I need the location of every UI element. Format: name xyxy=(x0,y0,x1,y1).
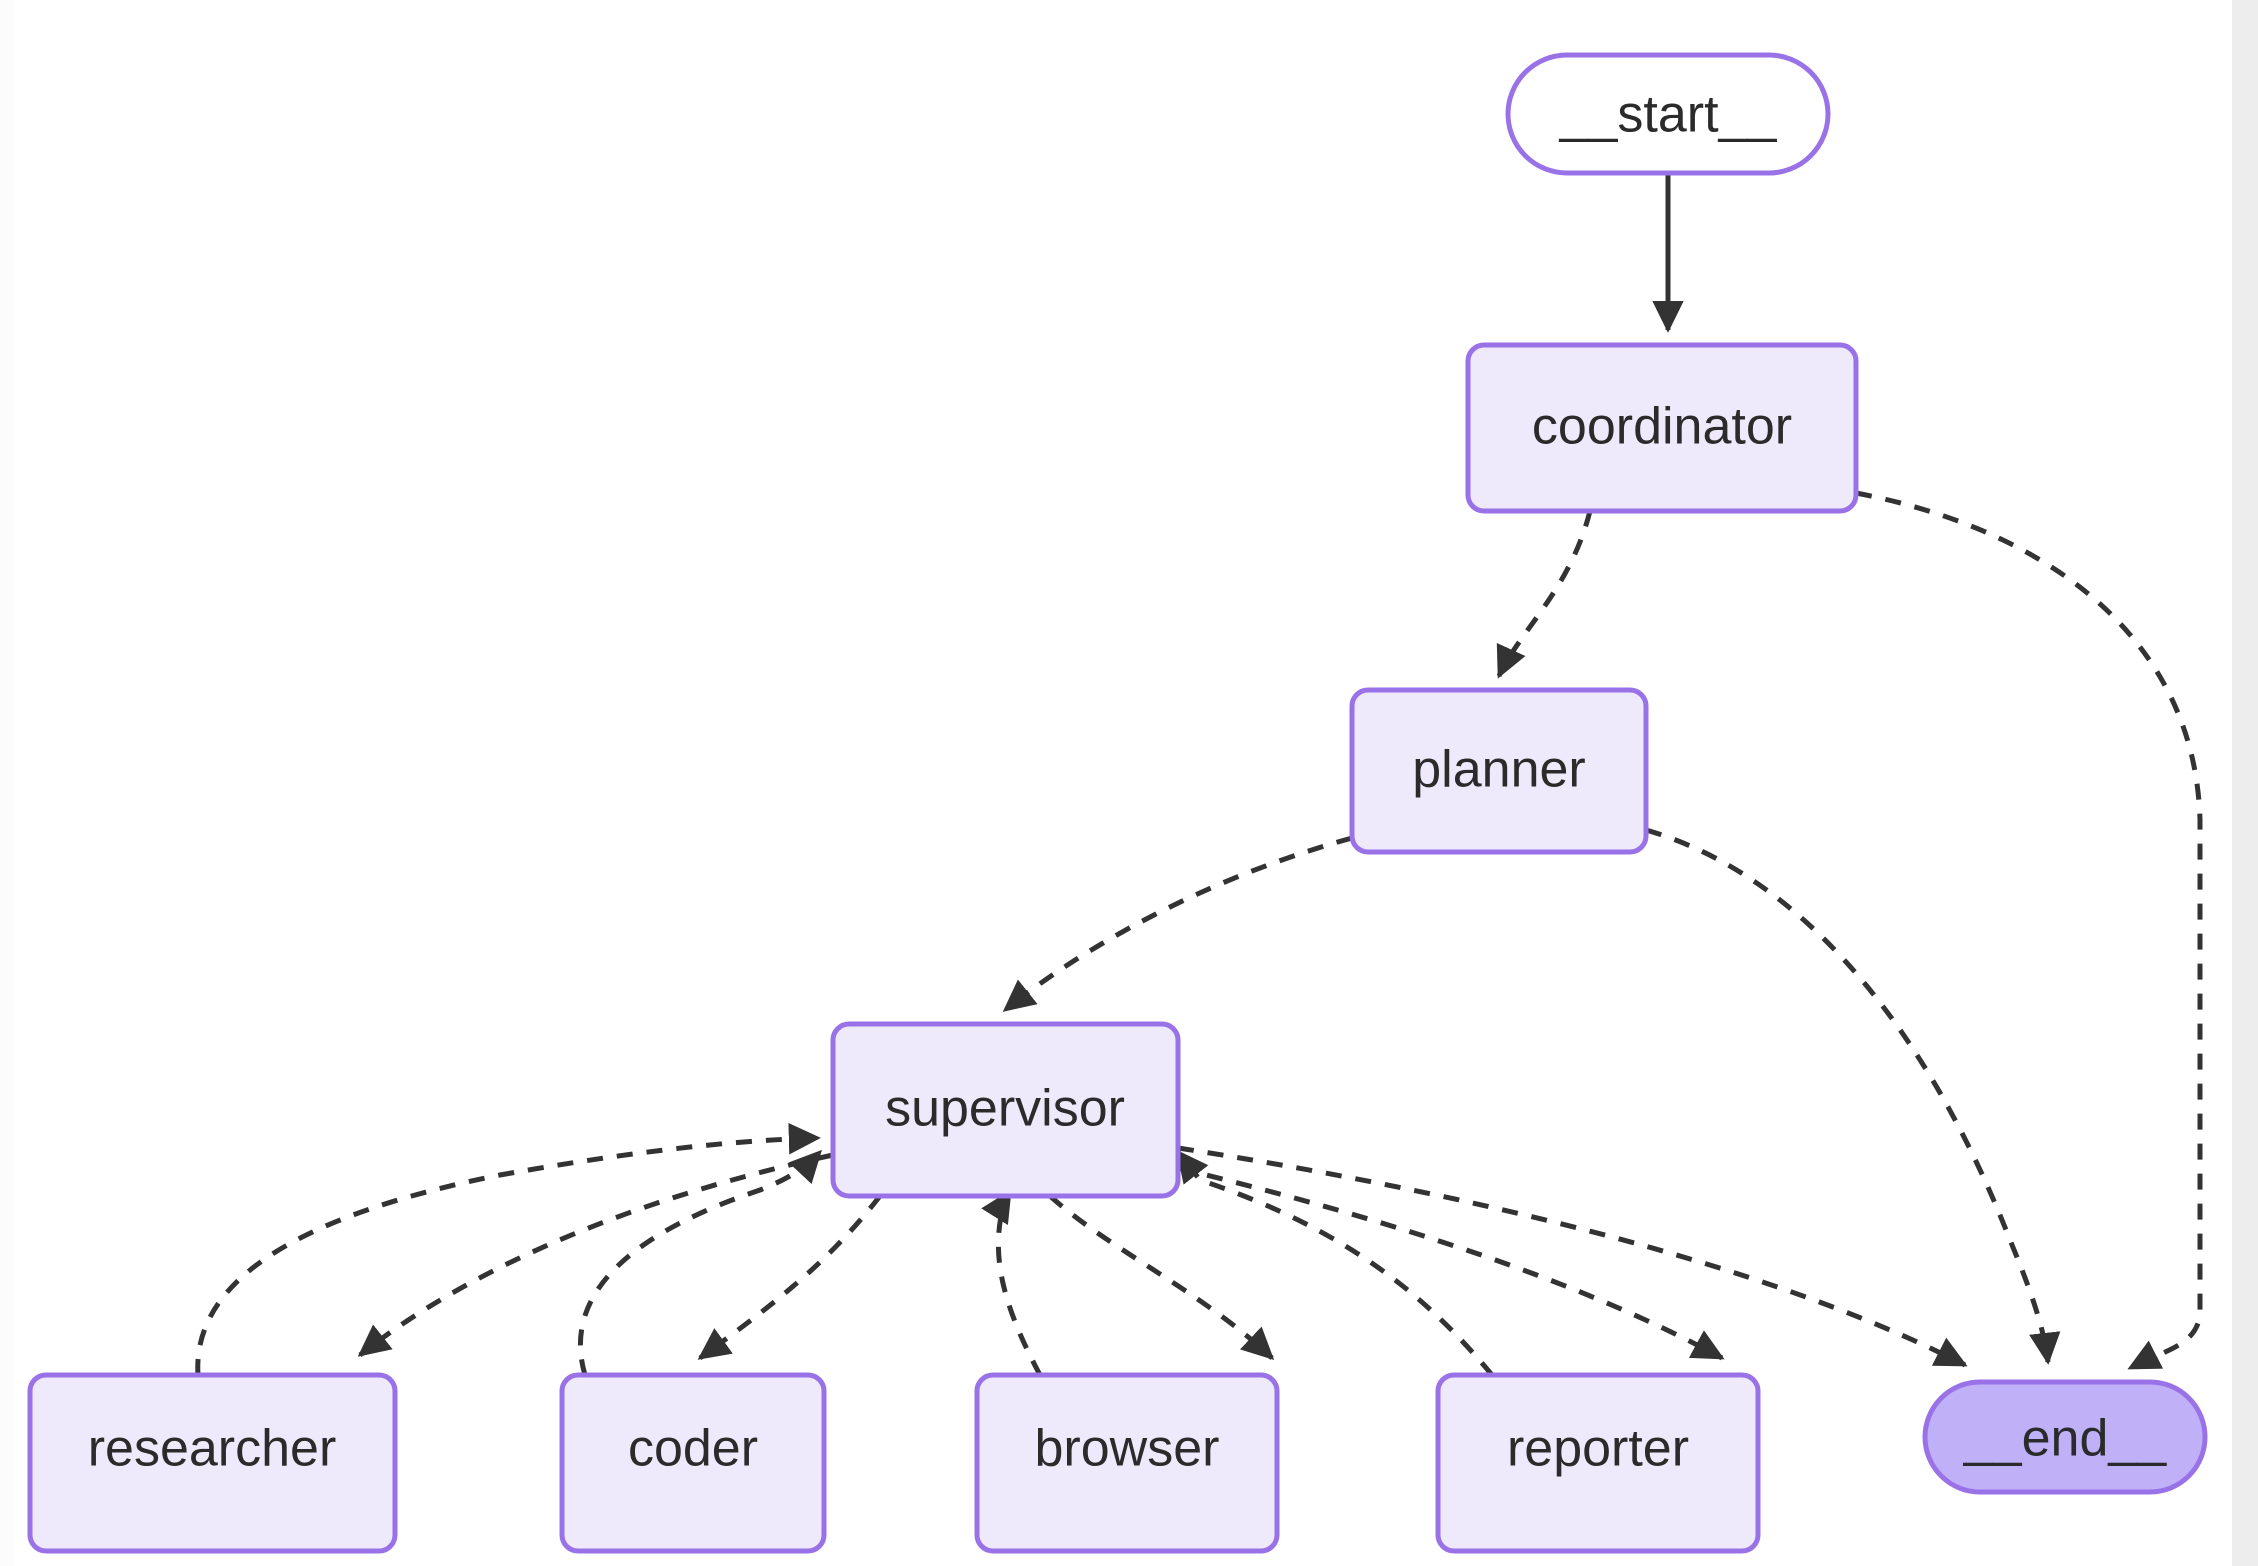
left-page-gutter xyxy=(0,0,14,1566)
edge-planner-to-end xyxy=(1645,827,2061,1365)
edge-browser-to-supervisor xyxy=(981,1189,1043,1377)
edge-reporter-to-supervisor xyxy=(1176,1149,1494,1377)
edge-coordinator-to-planner xyxy=(1496,510,1593,679)
node-reporter[interactable]: reporter xyxy=(1435,1372,1761,1554)
edge-planner-to-supervisor xyxy=(1002,835,1353,1012)
node-coder[interactable]: coder xyxy=(559,1372,827,1554)
edge-coordinator-to-end xyxy=(1855,490,2203,1371)
node-coordinator[interactable]: coordinator xyxy=(1465,342,1859,514)
right-scroll-gutter[interactable] xyxy=(2232,0,2258,1566)
edge-layer xyxy=(195,173,2203,1377)
node-browser[interactable]: browser xyxy=(974,1372,1280,1554)
node-start[interactable]: __start__ xyxy=(1505,52,1831,176)
node-researcher[interactable]: researcher xyxy=(27,1372,398,1554)
node-end[interactable]: __end__ xyxy=(1922,1379,2208,1495)
edge-supervisor-to-coder xyxy=(697,1194,882,1361)
edge-supervisor-to-browser xyxy=(1048,1194,1275,1361)
edge-coder-to-supervisor xyxy=(577,1149,822,1376)
node-planner[interactable]: planner xyxy=(1349,687,1649,855)
edge-supervisor-to-end xyxy=(1177,1145,1968,1368)
node-supervisor[interactable]: supervisor xyxy=(830,1021,1181,1199)
edge-supervisor-to-researcher xyxy=(357,1152,834,1357)
